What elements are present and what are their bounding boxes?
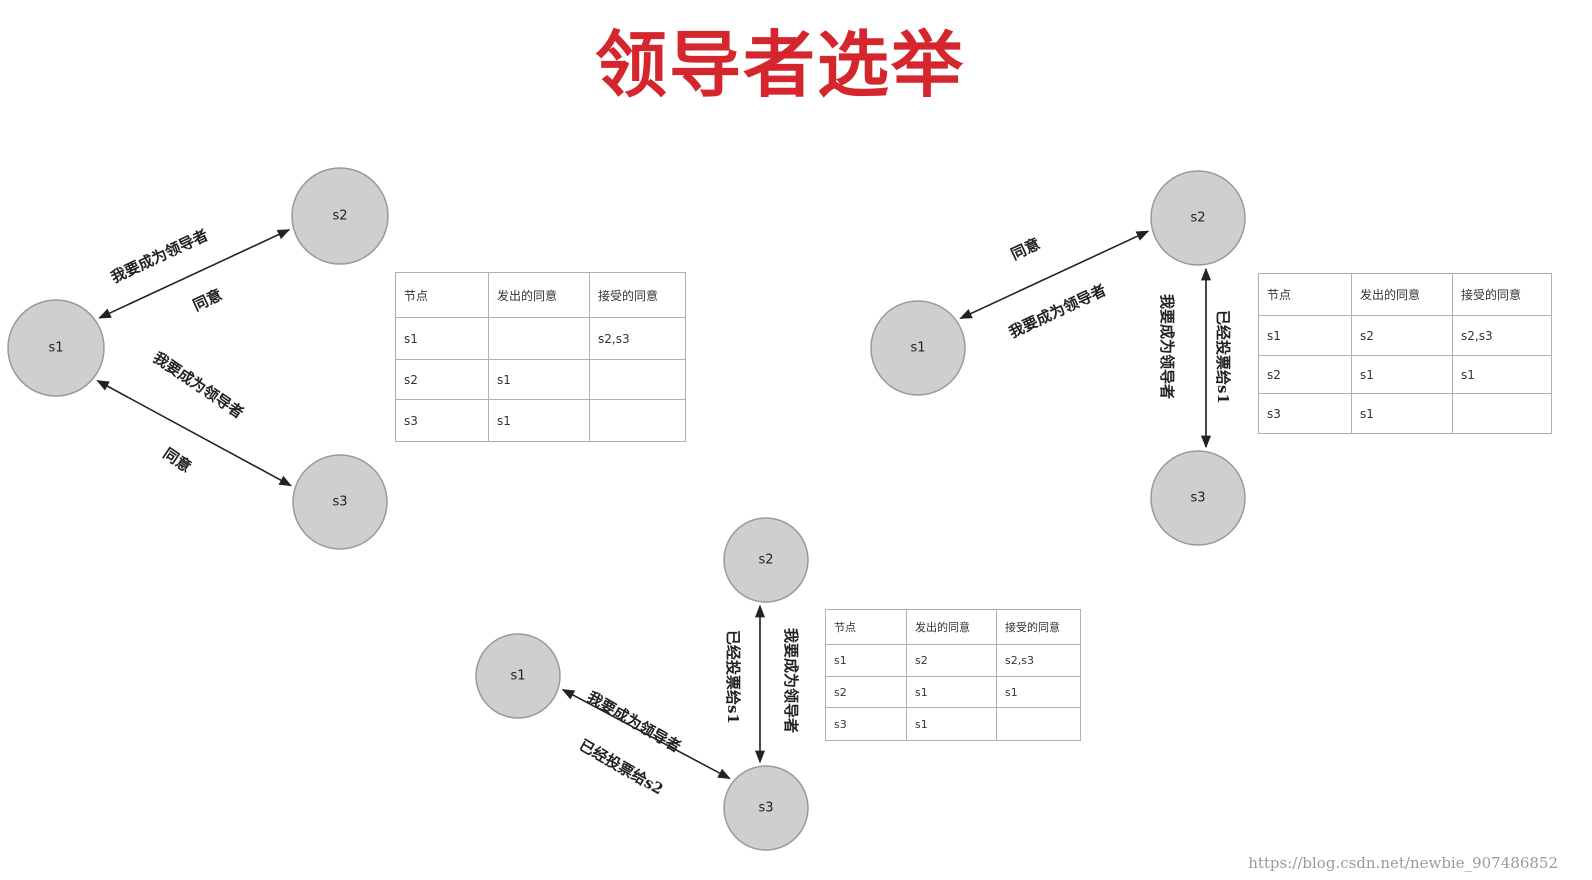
- table-cell: [488, 317, 590, 360]
- header-received: 接受的同意: [589, 272, 686, 318]
- table-cell: s2: [906, 644, 997, 677]
- table-cell: s2: [825, 676, 907, 708]
- vote-table-panel-1: 节点 发出的同意 接受的同意 s1 s2,s3 s2 s1 s3 s1: [395, 272, 686, 442]
- table-cell: s3: [825, 707, 907, 741]
- node-s1: [475, 633, 561, 719]
- node-s3: [723, 765, 809, 851]
- edge-arrow-s1-to-s3: [562, 689, 731, 780]
- edge-label: 已经投票给s1: [1214, 310, 1232, 404]
- table-cell: [1452, 393, 1552, 434]
- node-label: s2: [758, 553, 773, 568]
- table-cell: s2,s3: [996, 644, 1081, 677]
- table-cell: s1: [1452, 355, 1552, 394]
- edge-label: 同意: [1008, 235, 1043, 264]
- table-cell: s2: [1351, 315, 1453, 356]
- node-label: s3: [1190, 491, 1205, 506]
- table-cell: s1: [1258, 315, 1352, 356]
- node-s2: [291, 167, 389, 265]
- node-label: s3: [332, 495, 347, 510]
- edge-label: 我要成为领导者: [108, 226, 211, 287]
- table-cell: s3: [395, 399, 489, 442]
- header-sent: 发出的同意: [906, 609, 997, 645]
- table-cell: s2,s3: [589, 317, 686, 360]
- node-label: s1: [510, 669, 525, 684]
- table-cell: s1: [996, 676, 1081, 708]
- header-node: 节点: [1258, 273, 1352, 316]
- node-s1: [7, 299, 105, 397]
- node-s2: [723, 517, 809, 603]
- edge-label: 同意: [190, 286, 225, 315]
- node-label: s2: [1190, 211, 1205, 226]
- node-s3: [1150, 450, 1246, 546]
- table-cell: s2: [395, 359, 489, 400]
- table-cell: s1: [906, 707, 997, 741]
- node-label: s1: [48, 341, 63, 356]
- header-received: 接受的同意: [1452, 273, 1552, 316]
- edge-label: 我要成为领导者: [1158, 294, 1176, 399]
- vote-table-panel-2: 节点 发出的同意 接受的同意 s1 s2 s2,s3 s2 s1 s1 s3 s…: [1258, 273, 1552, 434]
- table-cell: [589, 399, 686, 442]
- table-cell: s1: [1351, 393, 1453, 434]
- header-sent: 发出的同意: [1351, 273, 1453, 316]
- edge-label: 已经投票给s2: [576, 736, 666, 799]
- edge-label: 我要成为领导者: [782, 628, 800, 733]
- header-node: 节点: [395, 272, 489, 318]
- table-cell: [589, 359, 686, 400]
- table-cell: s1: [825, 644, 907, 677]
- table-cell: s3: [1258, 393, 1352, 434]
- edge-label: 已经投票给s1: [724, 630, 742, 724]
- edge-arrow-s2-to-s1: [98, 229, 290, 319]
- watermark: https://blog.csdn.net/newbie_907486852: [1248, 854, 1558, 872]
- edge-arrow-s3-to-s1: [96, 380, 292, 487]
- table-cell: s1: [395, 317, 489, 360]
- table-cell: s1: [488, 399, 590, 442]
- table-cell: s1: [1351, 355, 1453, 394]
- table-cell: [996, 707, 1081, 741]
- edge-label: 同意: [160, 444, 195, 476]
- header-sent: 发出的同意: [488, 272, 590, 318]
- node-s2: [1150, 170, 1246, 266]
- vote-table-panel-3: 节点 发出的同意 接受的同意 s1 s2 s2,s3 s2 s1 s1 s3 s…: [825, 609, 1081, 741]
- page-title: 领导者选举: [594, 23, 965, 107]
- table-cell: s2,s3: [1452, 315, 1552, 356]
- node-label: s1: [910, 341, 925, 356]
- node-s1: [870, 300, 966, 396]
- table-cell: s1: [906, 676, 997, 708]
- node-s3: [292, 454, 388, 550]
- node-label: s3: [758, 801, 773, 816]
- edge-arrow-s2-to-s1: [959, 230, 1149, 319]
- header-received: 接受的同意: [996, 609, 1081, 645]
- table-cell: s1: [488, 359, 590, 400]
- header-node: 节点: [825, 609, 907, 645]
- edge-label: 我要成为领导者: [150, 348, 247, 422]
- node-label: s2: [332, 209, 347, 224]
- table-cell: s2: [1258, 355, 1352, 394]
